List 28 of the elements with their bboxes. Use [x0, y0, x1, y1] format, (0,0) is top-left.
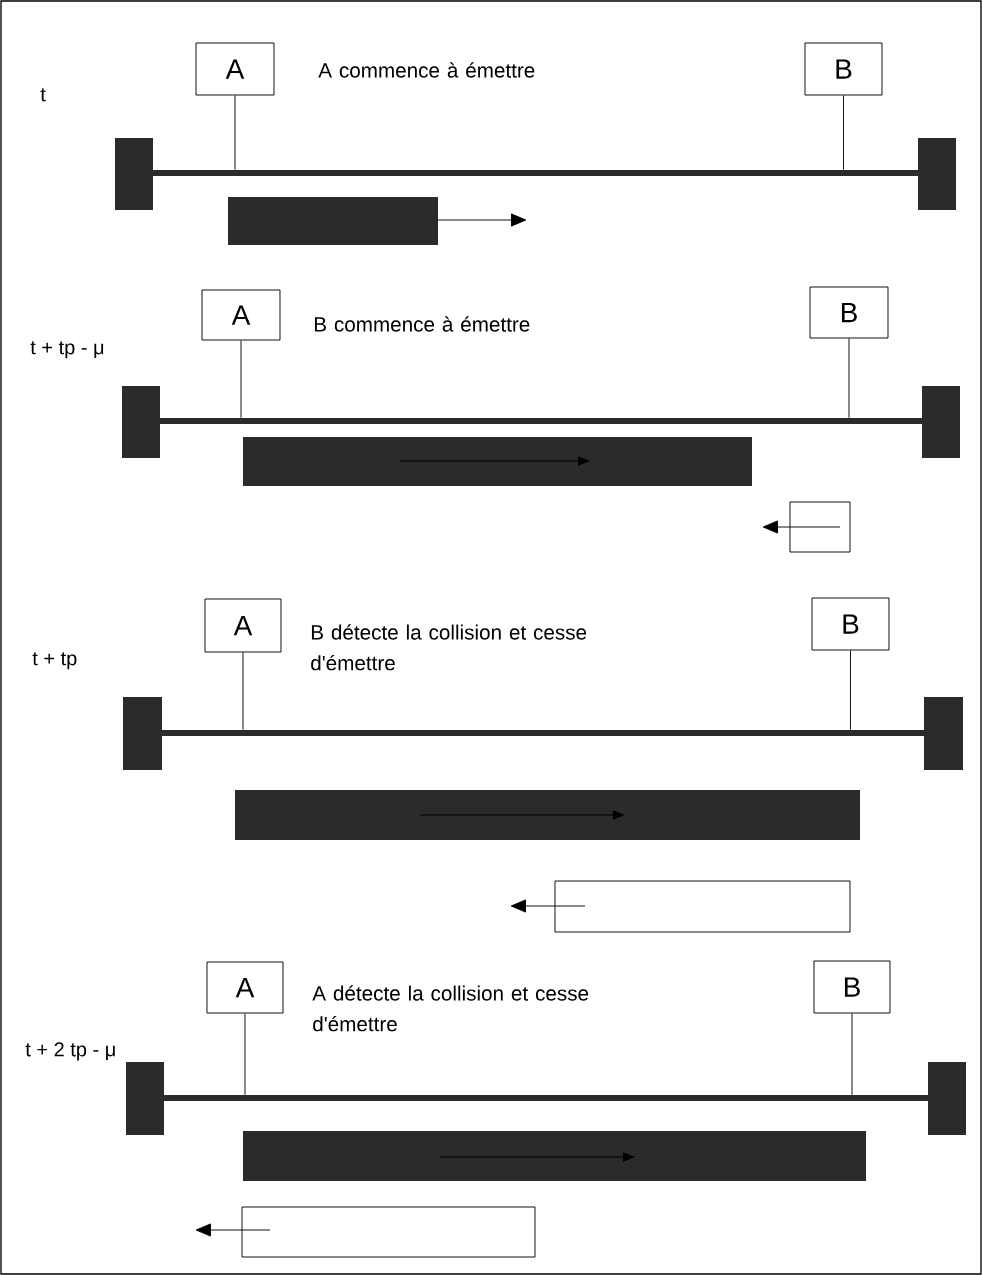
station-box: A — [204, 598, 282, 653]
bus-cable — [160, 418, 922, 424]
station-box: B — [811, 597, 890, 651]
station-box: A — [195, 42, 275, 96]
tap-line — [244, 1013, 246, 1096]
tap-line — [851, 1013, 853, 1096]
tap-line — [850, 650, 851, 731]
caption: B commence à émettre — [314, 316, 530, 332]
tap-line — [234, 95, 236, 171]
tap-line — [848, 338, 850, 419]
tap-line — [843, 95, 844, 171]
caption: A détecte la collision et cesse d'émettre — [312, 985, 589, 1032]
caption: A commence à émettre — [318, 62, 535, 78]
station-box: B — [804, 42, 883, 96]
time-label: t + 2 tp - μ — [25, 1042, 115, 1061]
time-label: t — [40, 88, 46, 102]
tap-line — [242, 652, 244, 731]
caption: B détecte la collision et cesse d'émettre — [311, 624, 587, 671]
station-box: B — [813, 960, 891, 1014]
bus-cable — [162, 730, 924, 736]
station-box: A — [201, 289, 281, 341]
tap-line — [240, 340, 242, 419]
station-box: A — [206, 961, 284, 1014]
bus-cable — [153, 170, 918, 176]
time-label: t + tp - μ — [30, 341, 104, 359]
station-box: B — [809, 286, 889, 339]
time-label: t + tp — [32, 652, 77, 670]
bus-cable — [164, 1095, 928, 1101]
